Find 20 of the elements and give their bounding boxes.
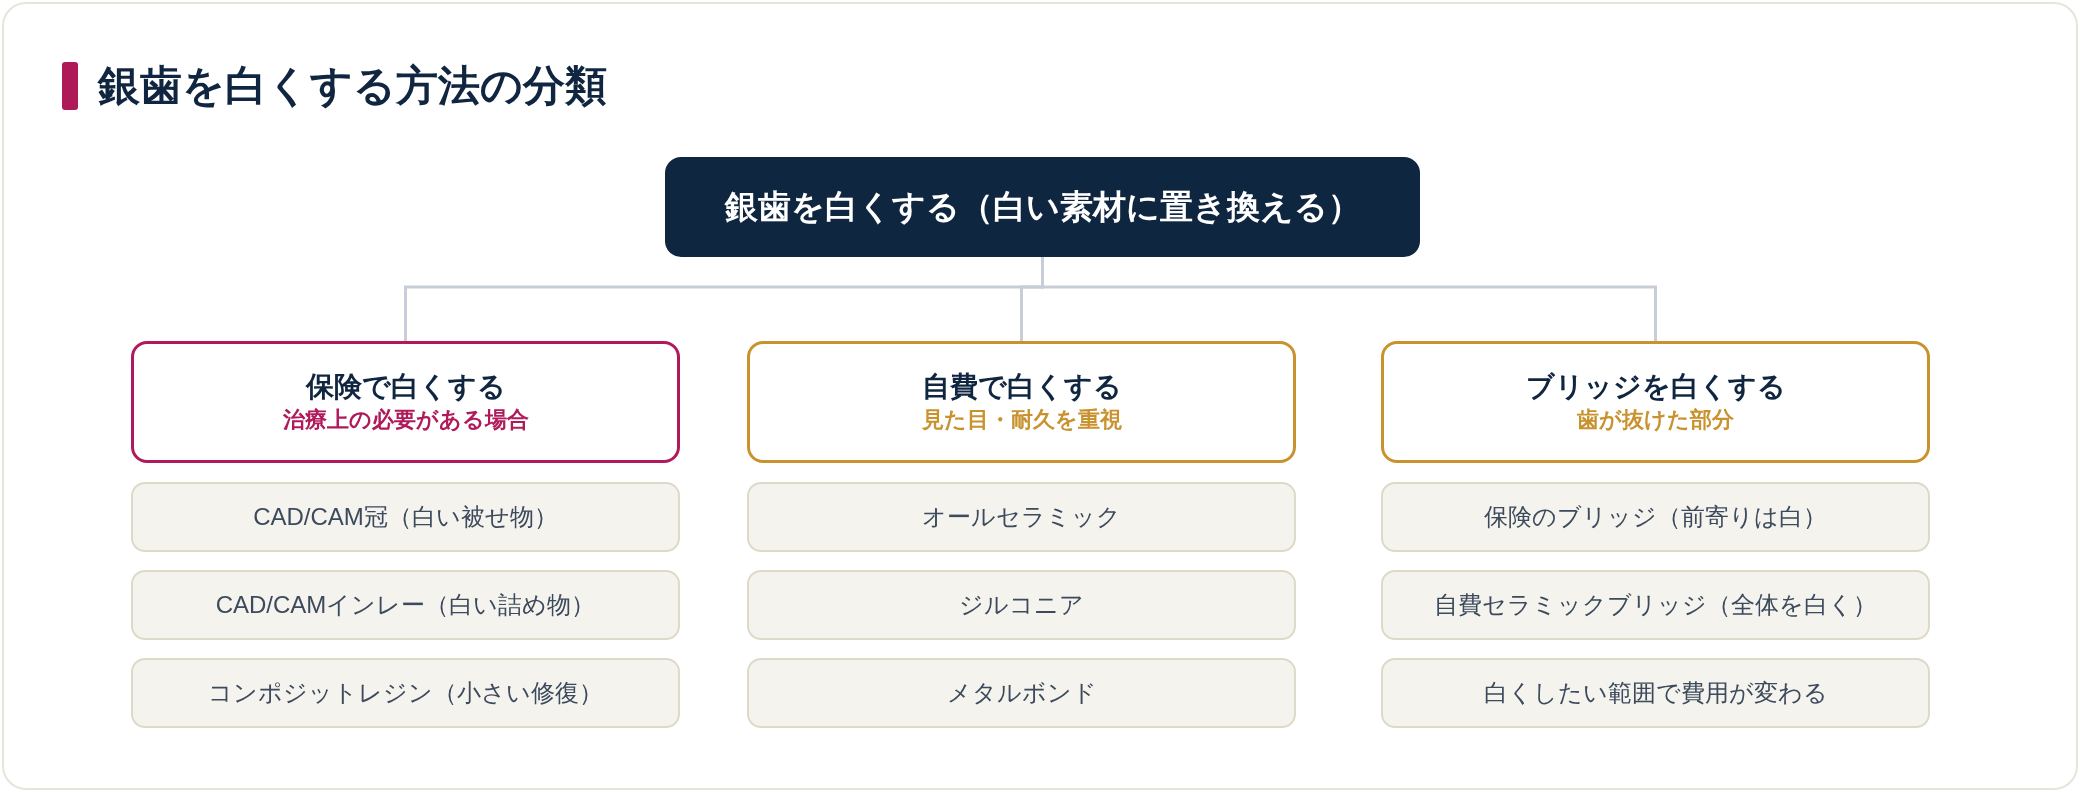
root-box: 銀歯を白くする（白い素材に置き換える） [665, 157, 1420, 257]
category-heading: 自費で白くする [921, 370, 1122, 404]
item-box: オールセラミック [747, 482, 1296, 552]
item-box: CAD/CAMインレー（白い詰め物） [131, 570, 680, 640]
diagram-title: 銀歯を白くする方法の分類 [98, 61, 607, 111]
item-box: ジルコニア [747, 570, 1296, 640]
category-subtitle: 治療上の必要がある場合 [282, 406, 529, 434]
item-box: CAD/CAM冠（白い被せ物） [131, 482, 680, 552]
item-box: メタルボンド [747, 658, 1296, 728]
item-box: 白くしたい範囲で費用が変わる [1381, 658, 1930, 728]
category-heading: 保険で白くする [305, 370, 506, 404]
category-box [747, 341, 1296, 463]
item-box: 保険のブリッジ（前寄りは白） [1381, 482, 1930, 552]
category-subtitle: 歯が抜けた部分 [1577, 406, 1734, 434]
category-box [131, 341, 680, 463]
category-subtitle: 見た目・耐久を重視 [921, 406, 1122, 434]
item-box: コンポジットレジン（小さい修復） [131, 658, 680, 728]
item-box: 自費セラミックブリッジ（全体を白く） [1381, 570, 1930, 640]
category-box [1381, 341, 1930, 463]
category-heading: ブリッジを白くする [1525, 370, 1786, 404]
